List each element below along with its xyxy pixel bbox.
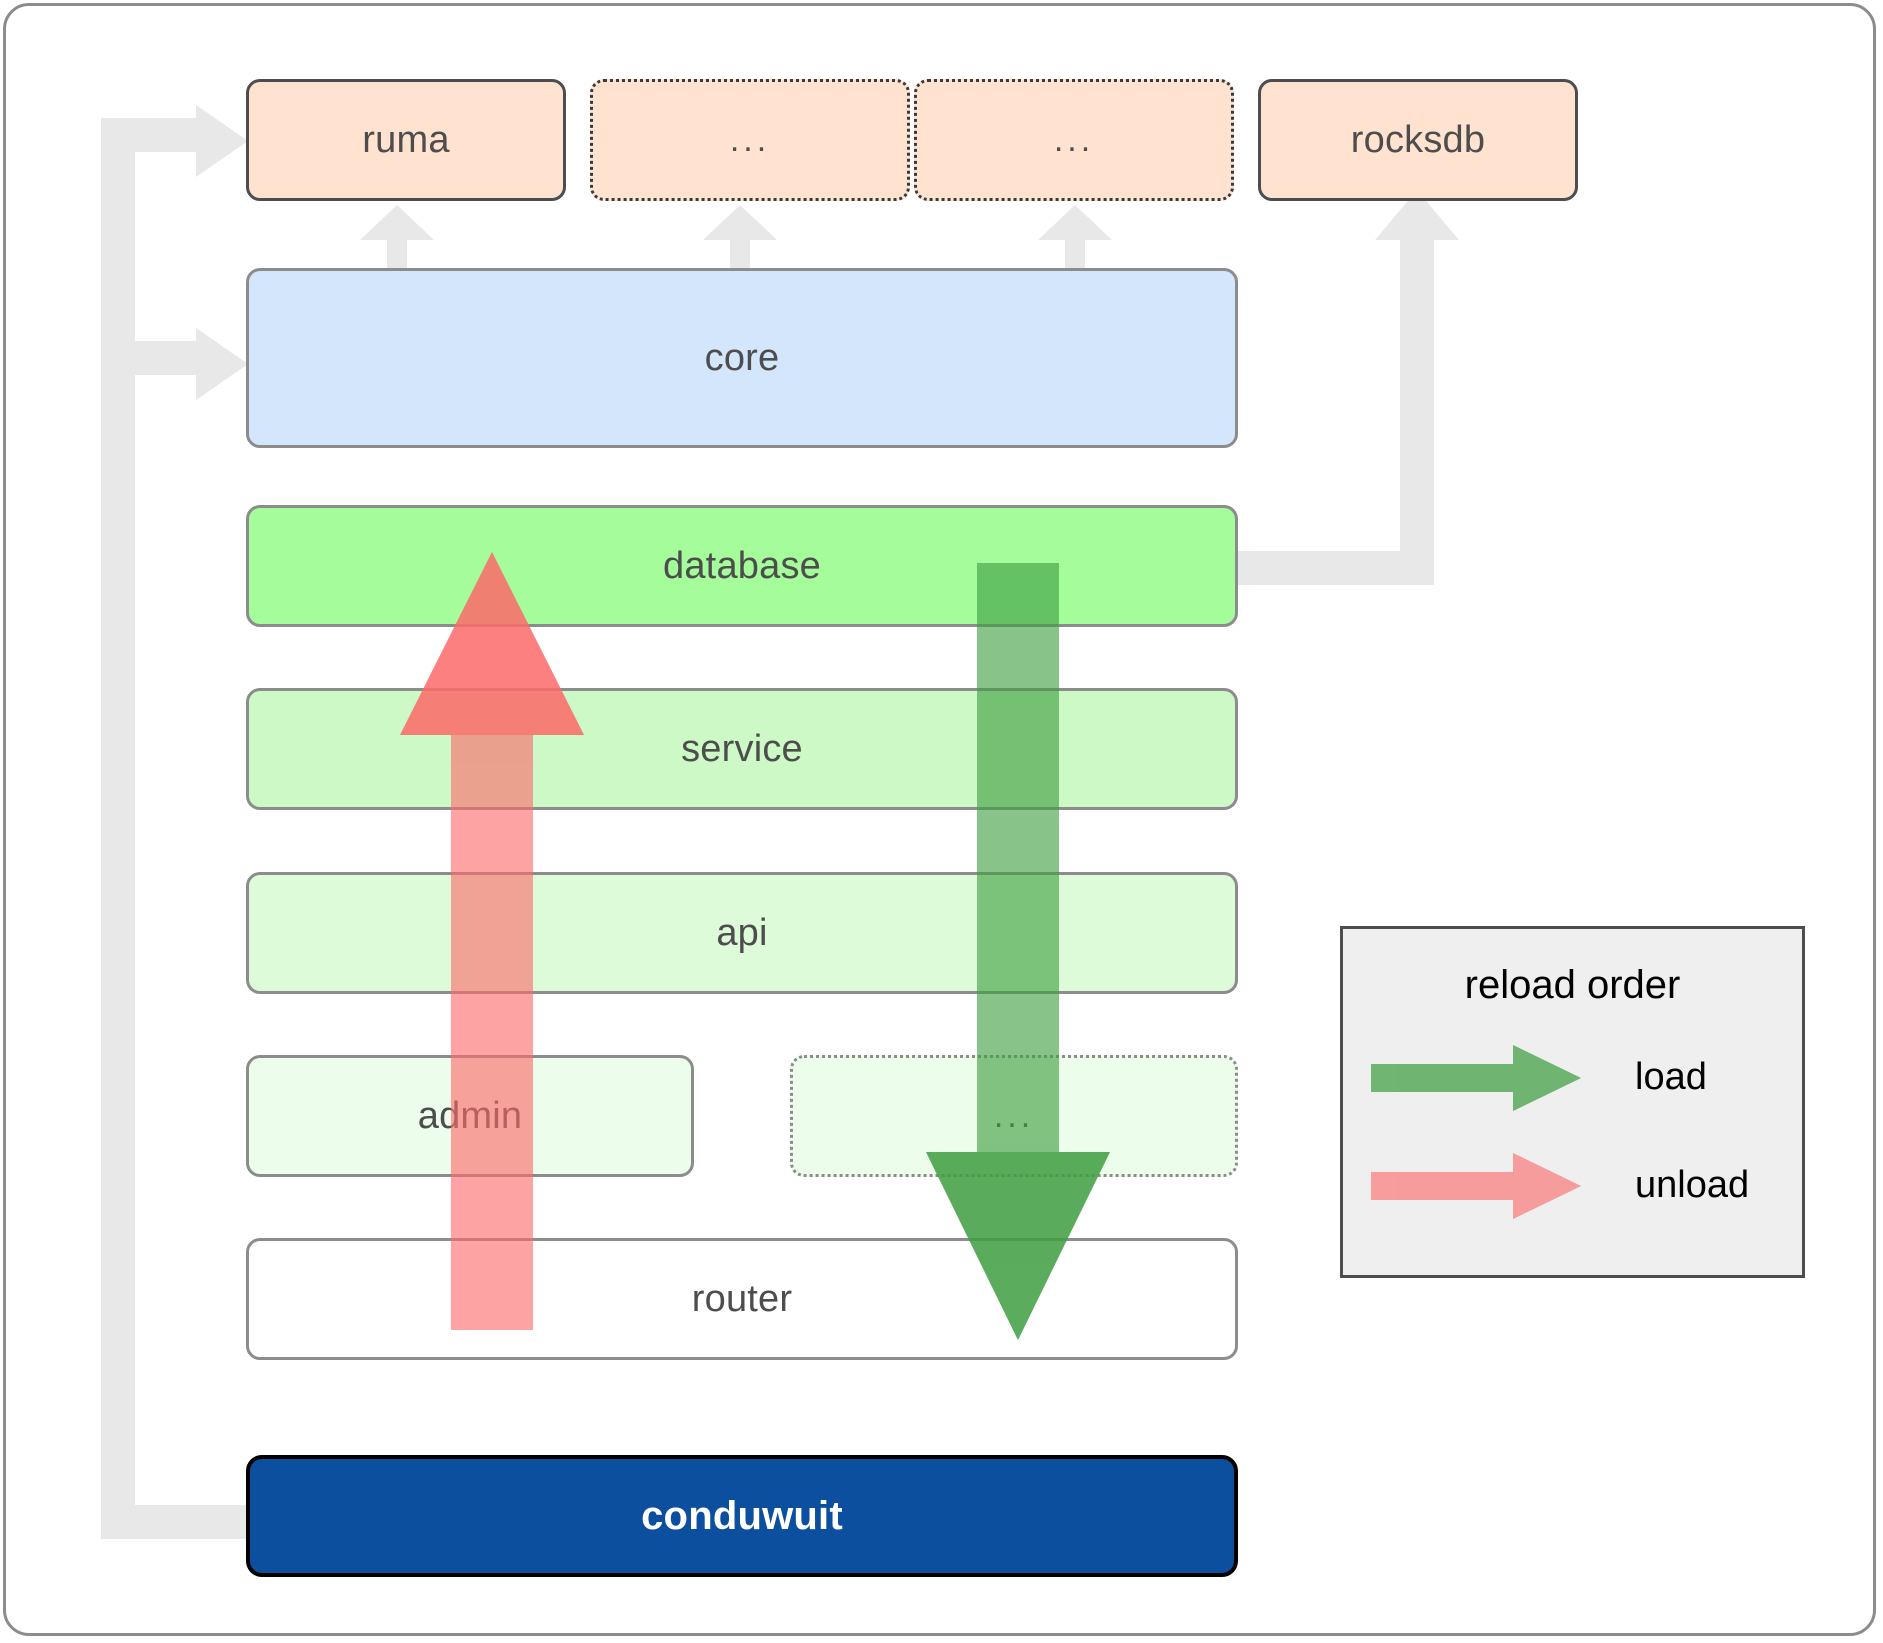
layer-label: service [681,727,803,770]
layer-box-router[interactable]: router [246,1238,1238,1360]
dependency-box-rocksdb[interactable]: rocksdb [1258,79,1578,201]
product-label: conduwuit [641,1493,843,1538]
layer-label: ... [993,1096,1035,1135]
layer-label: api [716,911,768,954]
dependency-label: ... [1053,120,1095,159]
legend-title: reload order [1464,963,1681,1007]
diagram-frame [3,3,1876,1636]
dependency-box-placeholder-2[interactable]: ... [914,79,1234,201]
layer-box-admin[interactable]: admin [246,1055,694,1177]
dependency-label: ... [729,120,771,159]
dependency-box-ruma[interactable]: ruma [246,79,566,201]
layer-box-api[interactable]: api [246,872,1238,994]
core-box[interactable]: core [246,268,1238,448]
legend-label-load: load [1635,1056,1707,1098]
legend-label-unload: unload [1635,1164,1750,1206]
core-label: core [704,336,780,379]
dependency-box-placeholder-1[interactable]: ... [590,79,910,201]
dependency-label: ruma [362,118,450,161]
layer-label: admin [417,1094,523,1137]
layer-label: database [663,544,821,587]
dependency-label: rocksdb [1350,118,1486,161]
layer-box-database[interactable]: database [246,505,1238,627]
layer-box-placeholder[interactable]: ... [790,1055,1238,1177]
layer-box-service[interactable]: service [246,688,1238,810]
product-box-conduwuit[interactable]: conduwuit [246,1455,1238,1577]
legend-panel: reload order load unload [1340,926,1805,1278]
layer-label: router [691,1277,793,1320]
